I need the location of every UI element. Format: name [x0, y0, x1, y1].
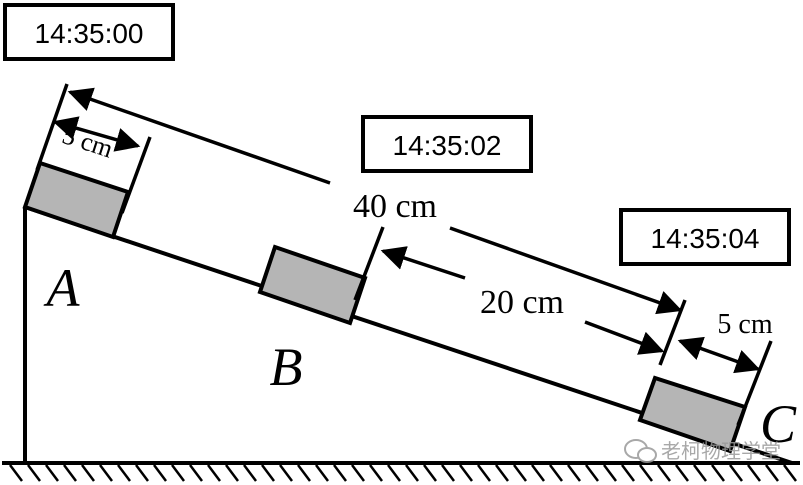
ground-hatch-mark: [135, 464, 149, 482]
arrow-20cm-right: [584, 320, 665, 355]
wechat-icon: [624, 439, 657, 463]
ground-hatch-mark: [423, 464, 437, 482]
ground-hatch-mark: [9, 464, 23, 482]
ground-hatch-mark: [63, 464, 77, 482]
ground-hatch-mark: [513, 464, 527, 482]
arrow-block-a: [52, 116, 141, 152]
ground-hatch-mark: [99, 464, 113, 482]
watermark-text: 老柯物理学堂: [661, 440, 781, 463]
ground-hatch-mark: [171, 464, 185, 482]
ground-hatch-mark: [585, 464, 599, 482]
ground-hatch-mark: [639, 464, 653, 482]
ground-hatch-mark: [621, 464, 635, 482]
ground-hatch-mark: [81, 464, 95, 482]
ground-hatch-mark: [711, 464, 725, 482]
arrow-40cm-left: [67, 87, 331, 185]
ground: [2, 461, 800, 482]
point-a: A: [44, 258, 81, 318]
timestamp-box-a: 14:35:00: [3, 3, 175, 61]
timestamp-a: 14:35:00: [35, 18, 144, 49]
ground-hatch-mark: [297, 464, 311, 482]
ground-hatch-mark: [261, 464, 275, 482]
ground-hatch-mark: [549, 464, 563, 482]
ground-hatch-mark: [351, 464, 365, 482]
block-b: [257, 244, 368, 326]
ground-hatch-mark: [45, 464, 59, 482]
ground-hatch-mark: [117, 464, 131, 482]
ground-hatch-mark: [153, 464, 167, 482]
ground-hatch-mark: [279, 464, 293, 482]
arrow-20cm-left: [380, 246, 466, 280]
timestamp-box-c: 14:35:04: [619, 208, 791, 266]
ground-hatch-mark: [243, 464, 257, 482]
point-b: B: [270, 337, 303, 397]
point-c: C: [760, 394, 797, 454]
ground-hatch-mark: [567, 464, 581, 482]
ground-hatch-mark: [729, 464, 743, 482]
ground-hatch-mark: [783, 464, 797, 482]
ground-hatch-mark: [369, 464, 383, 482]
ground-hatch-mark: [189, 464, 203, 482]
ground-hatch-mark: [27, 464, 41, 482]
ground-hatch-mark: [225, 464, 239, 482]
label-block-c: 5 cm: [717, 309, 772, 340]
label-b-to-c: 20 cm: [480, 284, 564, 321]
arrow-40cm-right: [449, 226, 683, 315]
ground-hatch-mark: [207, 464, 221, 482]
ground-hatch-mark: [459, 464, 473, 482]
timestamp-c: 14:35:04: [651, 223, 760, 254]
ground-hatch-mark: [495, 464, 509, 482]
ground-hatch-mark: [441, 464, 455, 482]
timestamp-box-b: 14:35:02: [361, 115, 533, 173]
ground-hatch-mark: [765, 464, 779, 482]
ground-hatch-mark: [693, 464, 707, 482]
label-block-a: 5 cm: [59, 120, 117, 163]
arrow-block-c: [677, 336, 761, 374]
timestamp-b: 14:35:02: [393, 130, 502, 161]
ground-hatch-mark: [657, 464, 671, 482]
ground-hatch-mark: [387, 464, 401, 482]
ground-hatch-mark: [333, 464, 347, 482]
ground-hatch-mark: [315, 464, 329, 482]
block-a: [22, 160, 131, 240]
watermark: 老柯物理学堂: [624, 439, 781, 463]
ground-hatch-mark: [477, 464, 491, 482]
dimension-arrows: [52, 87, 761, 374]
ground-hatch-mark: [747, 464, 761, 482]
label-a-to-b: 40 cm: [353, 188, 437, 225]
ground-hatch-mark: [603, 464, 617, 482]
ground-hatch-mark: [531, 464, 545, 482]
ground-hatch-mark: [675, 464, 689, 482]
ground-hatch-mark: [405, 464, 419, 482]
